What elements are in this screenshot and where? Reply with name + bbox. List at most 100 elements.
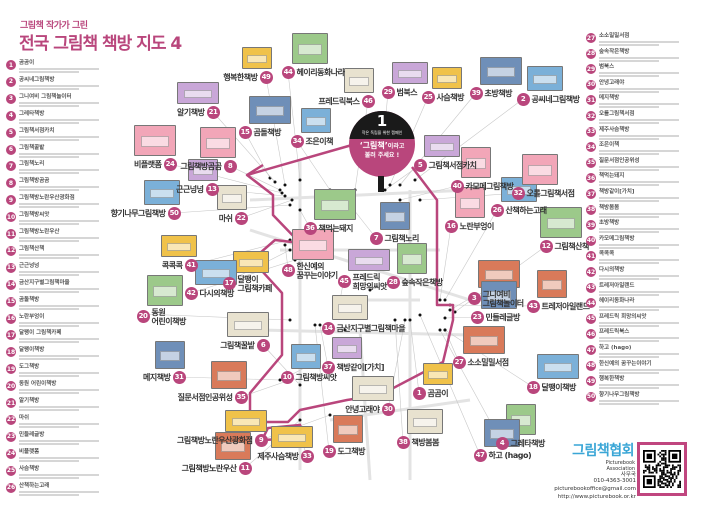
- list-item[interactable]: 25 사슴책방: [6, 465, 111, 479]
- list-item[interactable]: 49 행복한책방: [586, 376, 691, 390]
- list-item[interactable]: 23 민들레글방: [6, 431, 111, 445]
- list-item[interactable]: 33 제주사슴책방: [586, 126, 691, 140]
- list-item[interactable]: 44 헤이리동화나라: [586, 298, 691, 312]
- list-item[interactable]: 11 그림책방노란우산: [6, 229, 111, 242]
- list-item[interactable]: 10 그림책방씨앗: [6, 212, 111, 226]
- list-item[interactable]: 42 다시의책방: [586, 267, 691, 280]
- list-item[interactable]: 47 하고 (hago): [586, 345, 691, 358]
- list-item[interactable]: 5 그림책서점카치: [6, 127, 111, 141]
- list-item[interactable]: 46 프레드릭북스: [586, 329, 691, 343]
- list-item[interactable]: 38 책방봄봄: [586, 204, 691, 218]
- list-item[interactable]: 2 공씨네그림책방: [6, 76, 111, 90]
- association-website[interactable]: http://www.picturebook.or.kr: [557, 494, 636, 500]
- list-item[interactable]: 15 곰돌책방: [6, 296, 111, 310]
- list-item[interactable]: 4 그레타책방: [6, 110, 111, 124]
- list-item[interactable]: 45 프레드릭 희망의씨앗: [586, 313, 691, 327]
- list-item[interactable]: 30 안녕고래야: [586, 79, 691, 93]
- list-item[interactable]: 14 금산지구별그림책마을: [6, 279, 111, 293]
- list-item[interactable]: 3 그니여비 그림책놀이터: [6, 93, 111, 107]
- list-item[interactable]: 37 책방같이[가치]: [586, 189, 691, 202]
- list-item[interactable]: 36 책먹는돼지: [586, 173, 691, 187]
- list-item[interactable]: 32 오롤그림책서점: [586, 111, 691, 124]
- list-item[interactable]: 26 산책하는고래: [6, 482, 111, 496]
- association-email[interactable]: picturebookoffice@gmail.com: [554, 486, 636, 492]
- list-item[interactable]: 31 메지책방: [586, 95, 691, 109]
- list-item[interactable]: 9 그림책방노란우산광화점: [6, 195, 111, 209]
- list-item[interactable]: 19 도그책방: [6, 364, 111, 378]
- list-item[interactable]: 22 마쉬: [6, 414, 111, 428]
- list-item[interactable]: 28 숲속작은책방: [586, 48, 691, 62]
- list-item[interactable]: 20 동원 어린이책방: [6, 381, 111, 395]
- list-item[interactable]: 17 달팽이 그림책카페: [6, 330, 111, 344]
- list-item[interactable]: 8 그림책방곰곰: [6, 178, 111, 192]
- list-item[interactable]: 34 조은이책: [586, 142, 691, 156]
- list-item[interactable]: 12 그림책산책: [6, 245, 111, 259]
- list-item[interactable]: 48 한신예의 꿈꾸는이야기: [586, 360, 691, 374]
- list-item[interactable]: 40 카모메그림책방: [586, 235, 691, 249]
- list-item[interactable]: 50 향기나무그림책방: [586, 391, 691, 405]
- list-item[interactable]: 29 범북스: [586, 64, 691, 78]
- list-item[interactable]: 21 알기책방: [6, 398, 111, 411]
- qr-code[interactable]: [637, 442, 687, 496]
- list-item[interactable]: 7 그림책노리: [6, 161, 111, 175]
- list-item[interactable]: 35 질문서점인공위성: [586, 157, 691, 171]
- list-item[interactable]: 39 초방책방: [586, 220, 691, 234]
- list-item[interactable]: 41 콕콕콕: [586, 251, 691, 265]
- list-item[interactable]: 6 그림책꿀밭: [6, 144, 111, 158]
- list-item[interactable]: 27 소소밀밀서점: [586, 33, 691, 46]
- list-item[interactable]: 18 달팽이책방: [6, 347, 111, 361]
- list-item[interactable]: 16 노란부엉이: [6, 313, 111, 327]
- list-item[interactable]: 13 근근넝넝: [6, 262, 111, 276]
- list-item[interactable]: 43 트레저아일랜드: [586, 282, 691, 296]
- list-item[interactable]: 1 곰곰이: [6, 60, 111, 73]
